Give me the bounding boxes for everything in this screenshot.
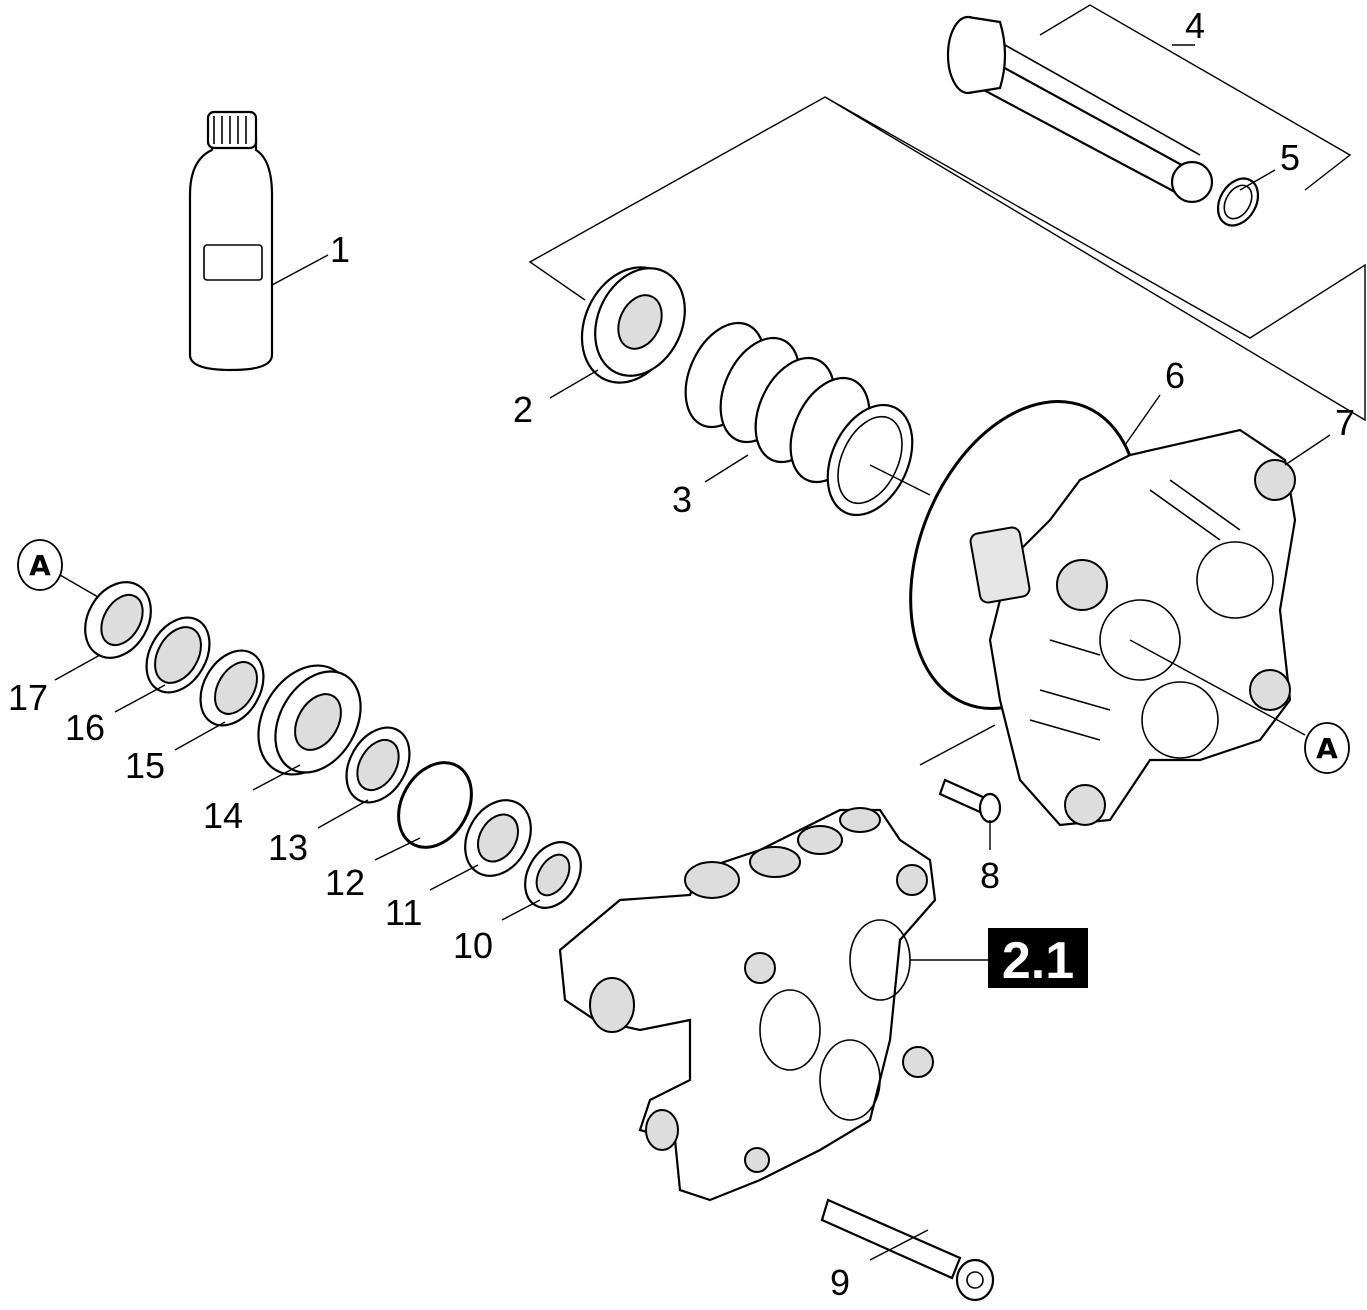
part-labels: 1 2 3 4 5 6 7 8 9 10 11 12 13 14 15 16 1… xyxy=(8,5,1355,1303)
leader-lines xyxy=(54,44,1331,1261)
part-label-12: 12 xyxy=(325,862,365,903)
part-label-11: 11 xyxy=(385,892,422,933)
washer-icon xyxy=(524,841,582,909)
cylinder-head-bolt-icon xyxy=(820,1198,995,1302)
part-label-8: 8 xyxy=(980,855,1000,896)
part-label-10: 10 xyxy=(453,925,493,966)
part-label-1: 1 xyxy=(330,229,350,270)
reference-mark-right: A xyxy=(1304,722,1350,774)
groove-seal-icon xyxy=(257,664,362,776)
threaded-ring-icon xyxy=(84,581,152,659)
svg-text:A: A xyxy=(29,549,51,582)
piston-plunger-icon xyxy=(946,15,1214,204)
group-frame-8 xyxy=(919,724,996,766)
group-frame-4-5 xyxy=(1039,4,1352,191)
part-label-14: 14 xyxy=(203,795,243,836)
part-label-9: 9 xyxy=(830,1262,850,1303)
part-label-4: 4 xyxy=(1185,5,1205,46)
washer-icon xyxy=(145,616,211,694)
pump-head-block-icon xyxy=(558,807,937,1202)
part-label-5: 5 xyxy=(1280,137,1300,178)
assembly-callout: 2.1 xyxy=(988,928,1088,990)
reference-mark-left: A xyxy=(17,539,63,591)
seal-ring-icon xyxy=(464,799,532,877)
pump-housing-icon xyxy=(969,428,1297,827)
part-label-13: 13 xyxy=(268,827,308,868)
callout-label: 2.1 xyxy=(1002,932,1074,990)
group-frame-2-5 xyxy=(528,96,1366,422)
coil-spring-icon xyxy=(684,321,914,517)
screw-icon xyxy=(938,778,1002,824)
part-label-7: 7 xyxy=(1335,402,1355,443)
part-label-17: 17 xyxy=(8,677,48,718)
spring-washer-icon xyxy=(580,266,686,384)
part-label-3: 3 xyxy=(672,479,692,520)
part-label-15: 15 xyxy=(125,745,165,786)
washer-icon xyxy=(345,726,411,804)
svg-text:A: A xyxy=(1316,732,1338,765)
oil-bottle-icon xyxy=(188,110,274,372)
part-label-6: 6 xyxy=(1165,355,1185,396)
part-label-2: 2 xyxy=(513,389,533,430)
bushing-icon xyxy=(199,649,265,727)
callout-box xyxy=(988,928,1088,988)
part-label-16: 16 xyxy=(65,707,105,748)
o-ring-icon xyxy=(397,761,473,849)
